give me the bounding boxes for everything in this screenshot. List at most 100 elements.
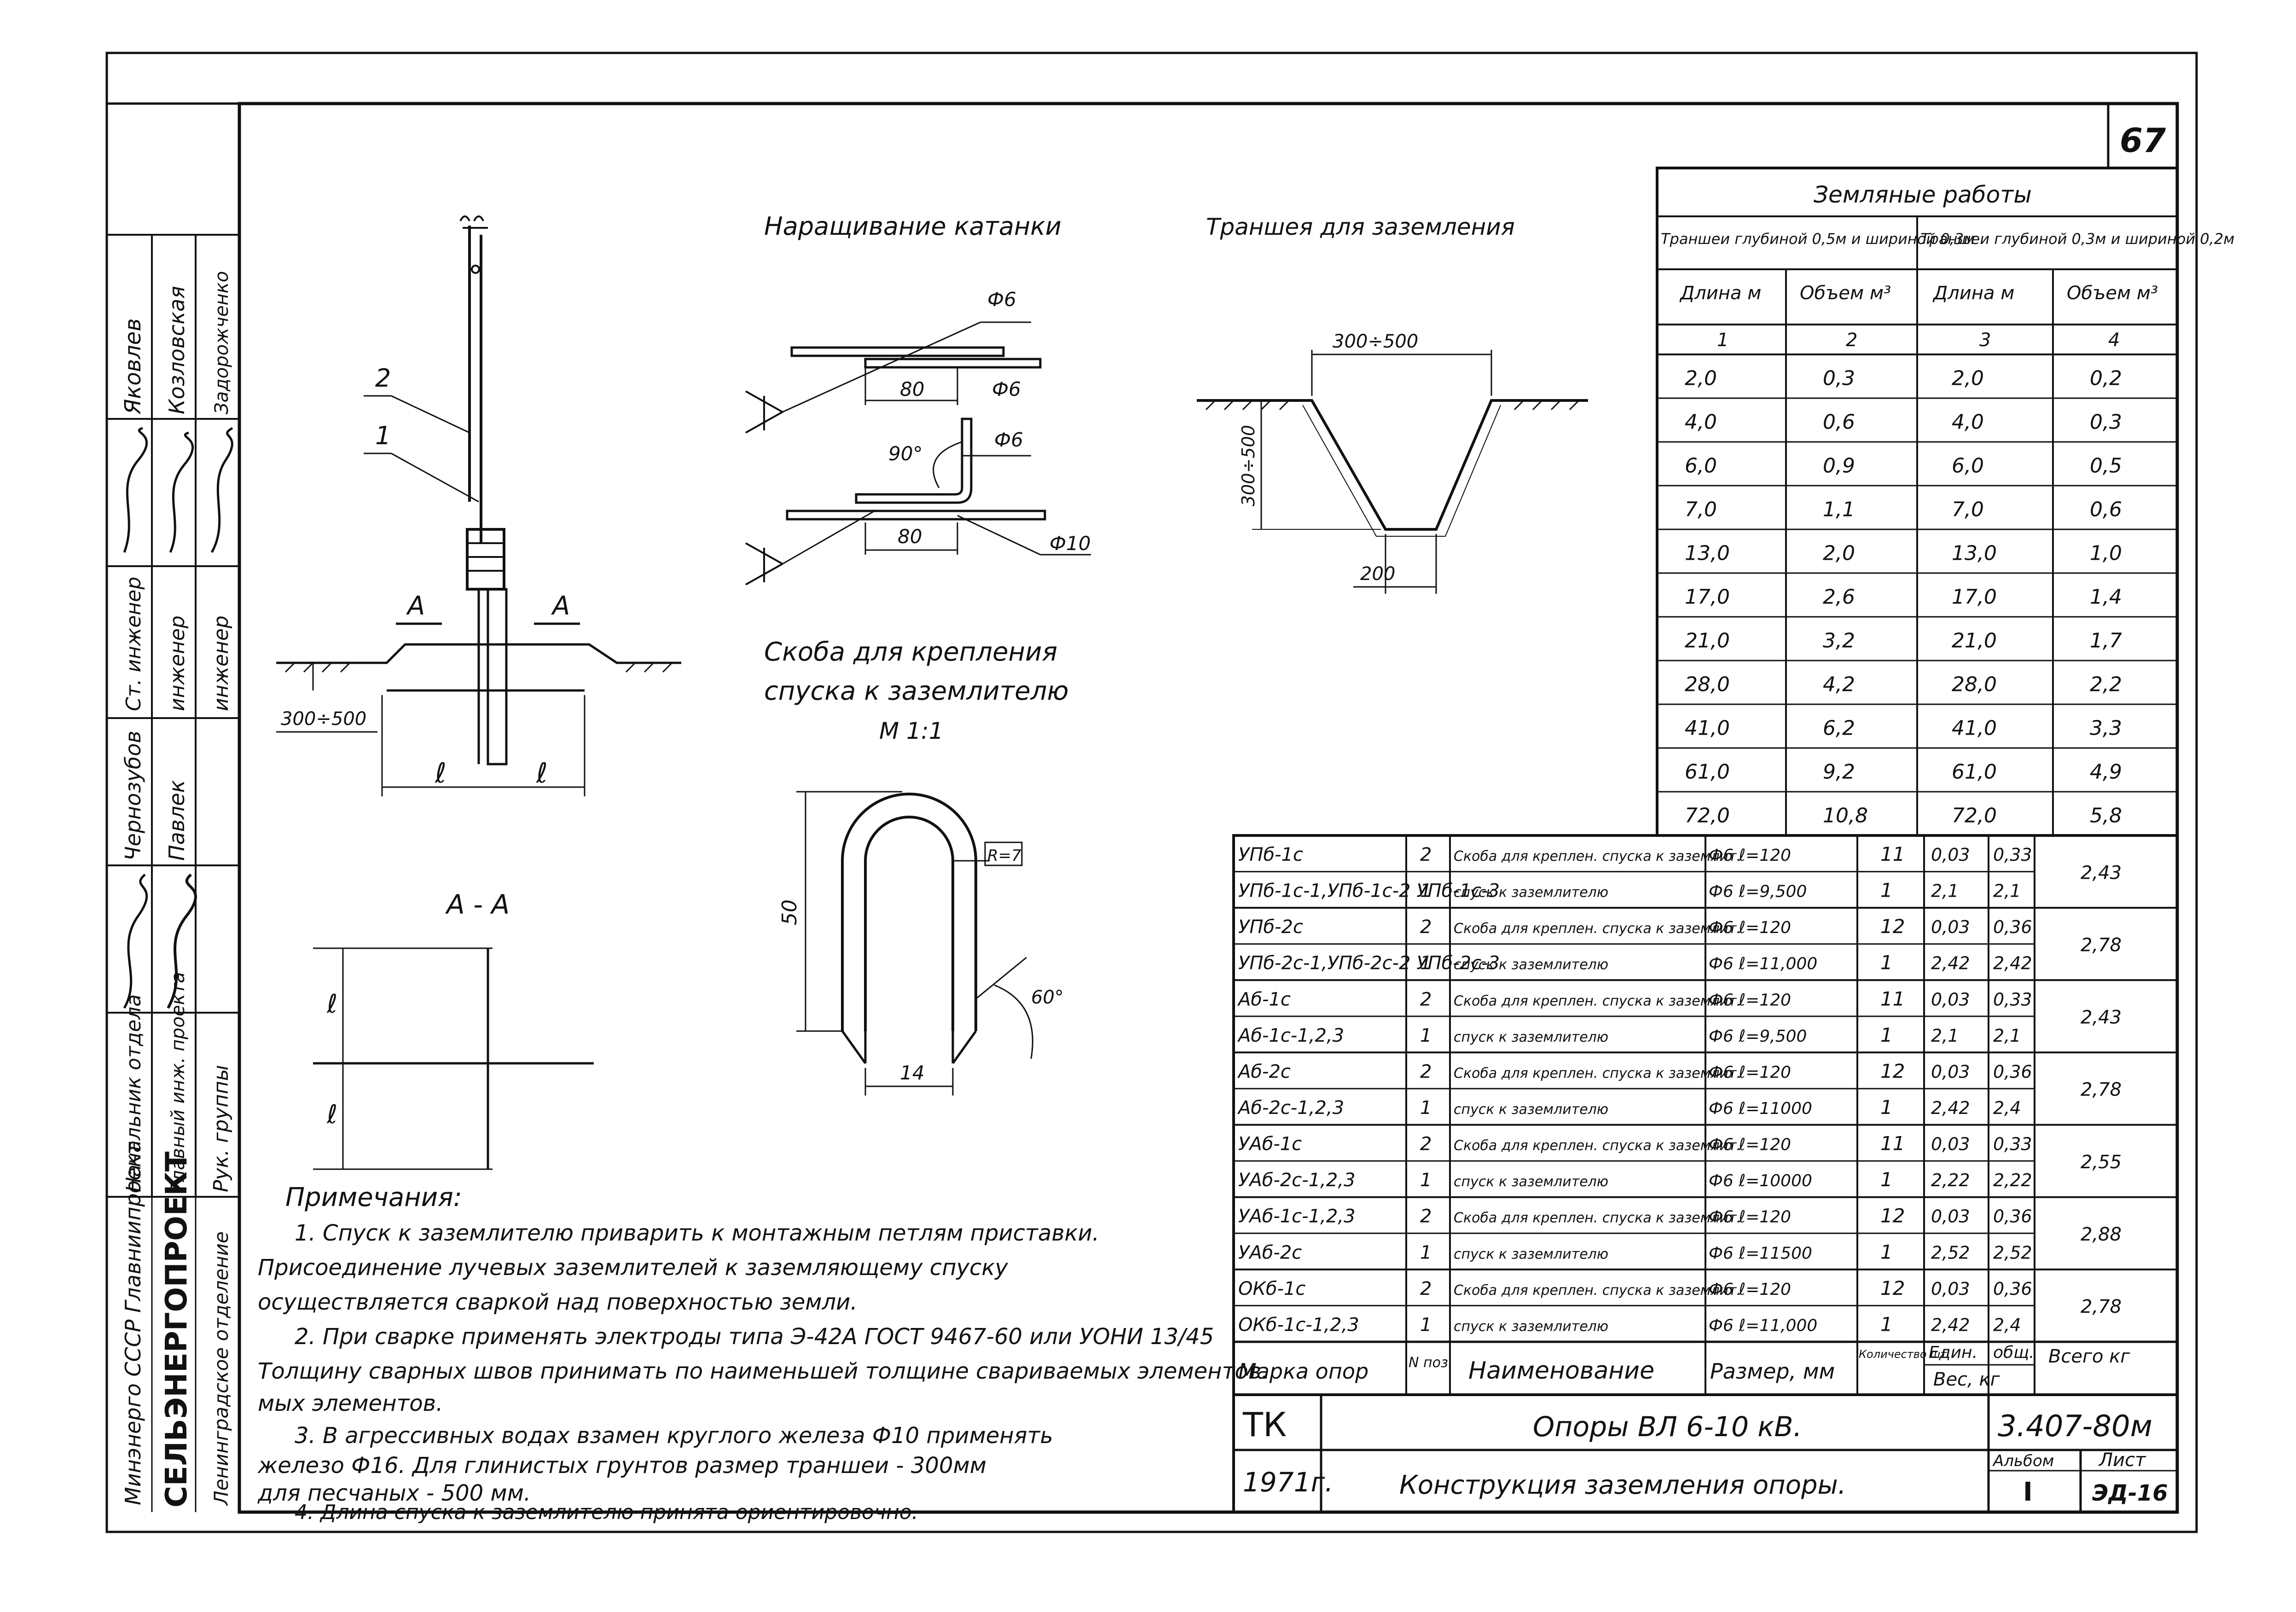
bracket-radius: R=7: [987, 847, 1021, 865]
dim-80-a: 80: [900, 378, 924, 400]
spec-cell: 1: [1880, 1241, 1893, 1263]
spec-cell: 1: [1420, 1314, 1432, 1335]
ew-col-num-1: 1: [1717, 330, 1728, 351]
spec-group-total: 2,78: [2081, 1079, 2122, 1101]
spec-cell: 0,03: [1931, 845, 1970, 865]
note-line-10: 4. Длина спуска к заземлителю принята ор…: [295, 1501, 918, 1524]
spec-group-total: 2,78: [2081, 1296, 2122, 1317]
role-eng1: инженер: [166, 615, 189, 711]
spec-cell: Ф6 ℓ=120: [1709, 1136, 1791, 1154]
note-line-1: 1. Спуск к заземлителю приварить к монта…: [295, 1220, 1099, 1246]
ew-col-volume-2: Объем м³: [2067, 283, 2158, 304]
spec-cell: 0,36: [1993, 1061, 2032, 1082]
ew-cell: 7,0: [1952, 498, 1984, 522]
spec-cell: 0,03: [1931, 1279, 1970, 1299]
ew-cell: 2,6: [1823, 586, 1855, 609]
ew-cell: 1,4: [2090, 586, 2122, 609]
aa-l-bottom: ℓ: [326, 1100, 337, 1130]
project-title: Опоры ВЛ 6-10 кВ.: [1533, 1411, 1802, 1443]
spec-cell: Ф6 ℓ=11,000: [1709, 955, 1817, 974]
ew-col-length-1: Длина м: [1679, 283, 1761, 304]
spec-cell: 1: [1420, 1242, 1432, 1263]
ew-cell: 2,0: [1952, 367, 1984, 390]
aa-l-top: ℓ: [326, 989, 337, 1019]
ew-col-num-2: 2: [1846, 330, 1857, 351]
ew-cell: 4,9: [2090, 760, 2122, 784]
note-line-2: Присоединение лучевых заземлителей к заз…: [258, 1255, 1008, 1281]
sheet-title: Конструкция заземления опоры.: [1399, 1470, 1846, 1500]
note-line-5: Толщину сварных швов принимать по наимен…: [258, 1358, 1268, 1384]
trench-drawing: Траншея для заземления 300÷500 300÷500 2…: [1197, 214, 1588, 594]
trench-title: Траншея для заземления: [1206, 214, 1515, 240]
spec-cell: УАб-1с-1,2,3: [1238, 1206, 1356, 1227]
ew-col-length-2: Длина м: [1932, 283, 2014, 304]
ew-cell: 21,0: [1685, 629, 1730, 653]
signature-5: [167, 873, 197, 1009]
org-top: Минэнерго СССР Главниипроект: [121, 1142, 145, 1505]
name-1: Яковлев: [120, 319, 146, 415]
ew-cell: 3,2: [1823, 629, 1855, 653]
bracket-height: 50: [778, 899, 801, 925]
spec-cell: ОКб-1с-1,2,3: [1238, 1314, 1359, 1335]
spec-cell: Скоба для креплен. спуска к заземлит.: [1454, 1065, 1741, 1081]
ew-cell: 21,0: [1952, 629, 1997, 653]
bracket-width: 14: [900, 1061, 924, 1084]
org-brand: СЕЛЬЭНЕРГОПРОЕКТ: [160, 1151, 194, 1508]
year: 1971г.: [1243, 1467, 1334, 1498]
spec-cell: Ф6 ℓ=120: [1709, 918, 1791, 937]
spec-cell: Скоба для креплен. спуска к заземлит.: [1454, 993, 1741, 1009]
spec-cell: ОКб-1с: [1238, 1278, 1305, 1299]
depth-dim-label: 300÷500: [281, 708, 366, 730]
spec-cell: 2,4: [1993, 1098, 2021, 1118]
album-label: Альбом: [1992, 1452, 2054, 1470]
spec-header-name: Наименование: [1468, 1357, 1654, 1385]
spec-cell: 0,33: [1993, 989, 2032, 1009]
sheet-label: Лист: [2098, 1450, 2146, 1471]
signature-3: [210, 427, 233, 553]
page-number: 67: [2120, 121, 2166, 160]
ew-cell: 2,2: [2090, 673, 2122, 696]
pole-drawing: 300÷500 ℓ ℓ 2 1 А А: [276, 215, 681, 796]
spec-cell: 2: [1420, 844, 1432, 865]
cut-a-right: А: [551, 591, 570, 621]
ew-cell: 28,0: [1685, 673, 1730, 696]
spec-cell: 2: [1420, 989, 1432, 1010]
spec-cell: УАб-1с: [1238, 1134, 1302, 1155]
ew-cell: 3,3: [2090, 717, 2122, 740]
section-label: А - А: [445, 889, 510, 920]
spec-cell: УАб-2с-1,2,3: [1238, 1170, 1356, 1191]
album-value: I: [2023, 1477, 2033, 1507]
ew-cell: 0,9: [1823, 454, 1855, 478]
spec-cell: 12: [1880, 1060, 1905, 1082]
spec-cell: спуск к заземлителю: [1454, 1318, 1608, 1334]
spec-cell: УПб-2с: [1238, 916, 1303, 938]
spec-cell: Ф6 ℓ=10000: [1709, 1171, 1812, 1190]
spec-header-unit: Един.: [1929, 1343, 1977, 1362]
trench-bottom-dim: 200: [1360, 563, 1395, 585]
signature-2: [169, 431, 194, 553]
spec-cell: 1: [1880, 1096, 1893, 1119]
spec-cell: Ф6 ℓ=11,000: [1709, 1316, 1817, 1335]
note-line-9: для песчаных - 500 мм.: [257, 1480, 531, 1506]
spec-cell: 0,36: [1993, 917, 2032, 937]
spec-cell: УПб-1с-1,УПб-1с-2 УПб-1с-3: [1238, 881, 1500, 902]
spec-cell: 2,1: [1931, 1026, 1959, 1046]
signature-1: [123, 427, 148, 553]
bracket-scale: М 1:1: [879, 718, 944, 744]
ew-cell: 5,8: [2090, 804, 2122, 828]
spec-cell: 12: [1880, 915, 1905, 938]
spec-cell: 1: [1880, 1168, 1893, 1191]
spec-cell: Скоба для креплен. спуска к заземлит.: [1454, 1138, 1741, 1154]
spec-cell: 0,03: [1931, 1134, 1970, 1154]
name-5: Павлек: [164, 780, 189, 861]
sheet-value: ЭД-16: [2092, 1480, 2168, 1506]
role-senior: Ст. инженер: [122, 577, 145, 711]
ew-cell: 4,2: [1823, 673, 1855, 696]
note-line-7: 3. В агрессивных водах взамен круглого ж…: [295, 1423, 1053, 1449]
spec-cell: 2: [1420, 1061, 1432, 1082]
spec-cell: спуск к заземлителю: [1454, 1029, 1608, 1045]
ew-cell: 6,2: [1823, 717, 1855, 740]
ew-cell: 13,0: [1685, 542, 1730, 565]
spec-cell: 0,36: [1993, 1206, 2032, 1227]
